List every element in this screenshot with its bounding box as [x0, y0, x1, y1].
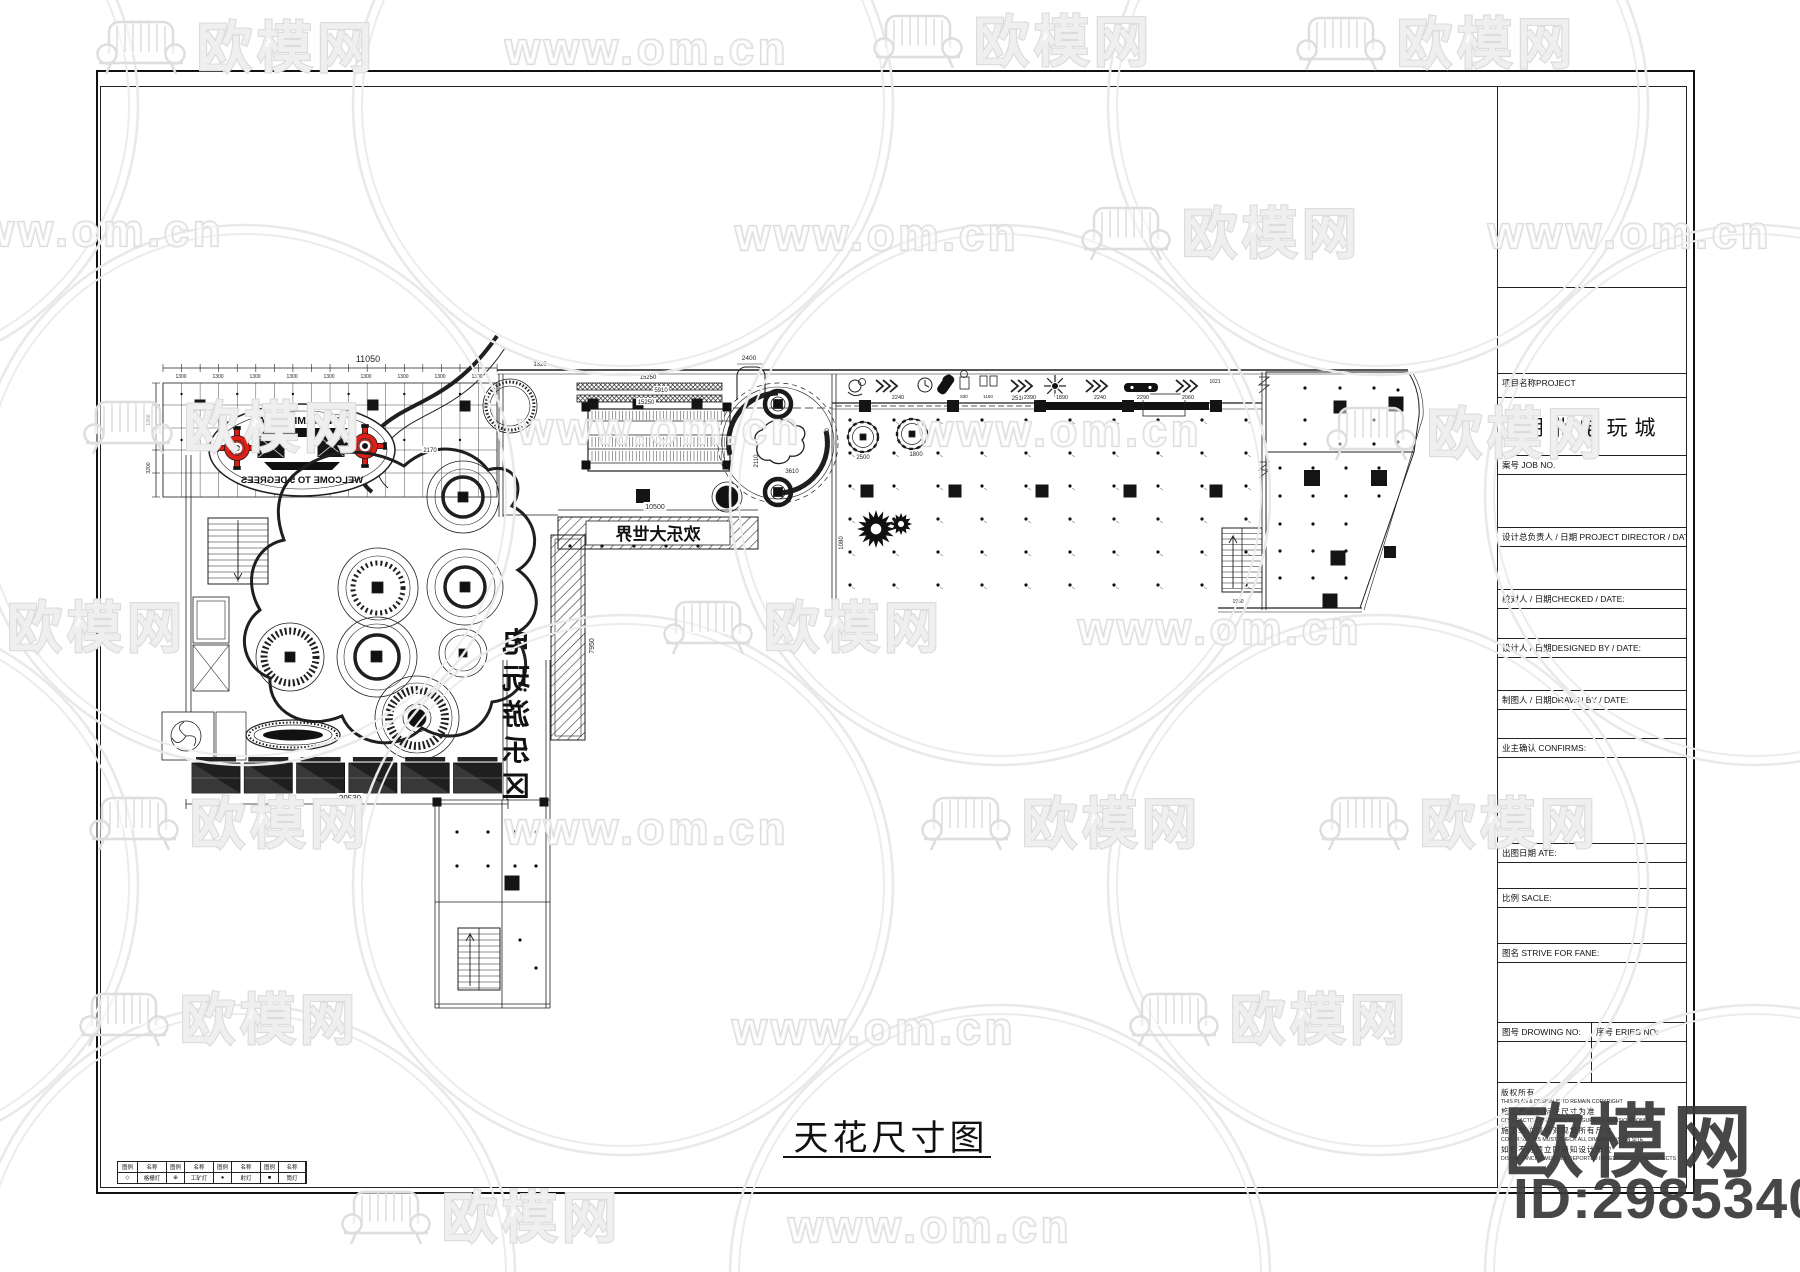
tb-empty-cell-1	[1498, 287, 1687, 373]
legend-value: ⊕	[167, 1173, 185, 1184]
drawn-label: 制图人 / 日期DRAWN BY / DATE:	[1498, 691, 1687, 710]
drawingno-label: 图号 DROWING NO:	[1498, 1023, 1591, 1042]
sheet-inner-border	[100, 86, 1687, 1188]
welcome-banner: 欢乐大世界	[557, 509, 759, 550]
legend-value: ◇	[118, 1173, 138, 1184]
tb-director-cell: 设计总负责人 / 日期 PROJECT DIRECTOR / DATE:	[1498, 527, 1687, 589]
issuedate-label: 出图日期 ATE:	[1498, 844, 1687, 863]
tb-issuedate-cell: 出图日期 ATE:	[1498, 843, 1687, 888]
legend-value: 工矿灯	[185, 1173, 214, 1184]
legend-header: 名称	[185, 1162, 214, 1173]
legend-header: 名称	[232, 1162, 261, 1173]
escalator-block	[581, 402, 732, 472]
plan-title: 天花尺寸图	[793, 1119, 989, 1158]
legend-value: 筒灯	[279, 1173, 306, 1184]
project-name: 湖北电玩城	[1498, 397, 1687, 455]
legend-header: 图例	[214, 1162, 232, 1173]
legend-header: 名称	[279, 1162, 306, 1173]
dark-watermark-brand: 欧模网	[1504, 1098, 1756, 1187]
svg-text:5910: 5910	[654, 388, 668, 394]
tb-confirms-cell: 业主确认 CONFIRMS:	[1498, 738, 1687, 843]
designed-label: 设计人 / 日期DESIGNED BY / DATE:	[1498, 639, 1687, 658]
svg-text:29530: 29530	[339, 794, 362, 803]
legend-header: 图例	[261, 1162, 279, 1173]
tb-sign-cell: 图名 STRIVE FOR FANE:	[1498, 943, 1687, 1022]
tb-numbers-cell: 图号 DROWING NO: 序号 ERIES NO:	[1498, 1022, 1687, 1082]
legend-value: 格栅灯	[138, 1173, 167, 1184]
legend-header: 图例	[118, 1162, 138, 1173]
jobno-label: 案号 JOB NO.	[1498, 456, 1687, 475]
tb-jobno-cell: 案号 JOB NO.	[1498, 455, 1687, 527]
legend-value: ■	[261, 1173, 279, 1184]
tb-scale-cell: 比例 SACLE:	[1498, 888, 1687, 943]
legend-table: 图例名称图例名称图例名称图例名称◇格栅灯⊕工矿灯●射灯■筒灯	[117, 1161, 307, 1184]
seriesno-label: 序号 ERIES NO:	[1592, 1023, 1687, 1042]
plan-title-underline	[783, 1156, 991, 1159]
tb-designed-cell: 设计人 / 日期DESIGNED BY / DATE:	[1498, 638, 1687, 690]
svg-text:15250: 15250	[638, 400, 655, 406]
title-block: 项目名称PROJECT 湖北电玩城 案号 JOB NO. 设计总负责人 / 日期…	[1497, 86, 1687, 1187]
sign-label: 图名 STRIVE FOR FANE:	[1498, 944, 1687, 963]
scale-label: 比例 SACLE:	[1498, 889, 1687, 908]
legend-header: 名称	[138, 1162, 167, 1173]
dark-watermark-id: ID:2985340	[1513, 1167, 1800, 1231]
tb-checked-cell: 校对人 / 日期CHECKED / DATE:	[1498, 589, 1687, 638]
tb-drawn-cell: 制图人 / 日期DRAWN BY / DATE:	[1498, 690, 1687, 738]
project-label: 项目名称PROJECT	[1502, 378, 1576, 388]
legend-value: 射灯	[232, 1173, 261, 1184]
tb-project-label-cell: 项目名称PROJECT	[1498, 373, 1687, 397]
svg-text:15250: 15250	[640, 375, 657, 381]
checked-label: 校对人 / 日期CHECKED / DATE:	[1498, 590, 1687, 609]
legend-header: 图例	[167, 1162, 185, 1173]
banner-mirrored-text: 欢乐大世界	[616, 524, 702, 544]
svg-text:10500: 10500	[645, 504, 665, 511]
confirms-label: 业主确认 CONFIRMS:	[1498, 739, 1687, 758]
legend-value: ●	[214, 1173, 232, 1184]
director-label: 设计总负责人 / 日期 PROJECT DIRECTOR / DATE:	[1498, 528, 1687, 547]
